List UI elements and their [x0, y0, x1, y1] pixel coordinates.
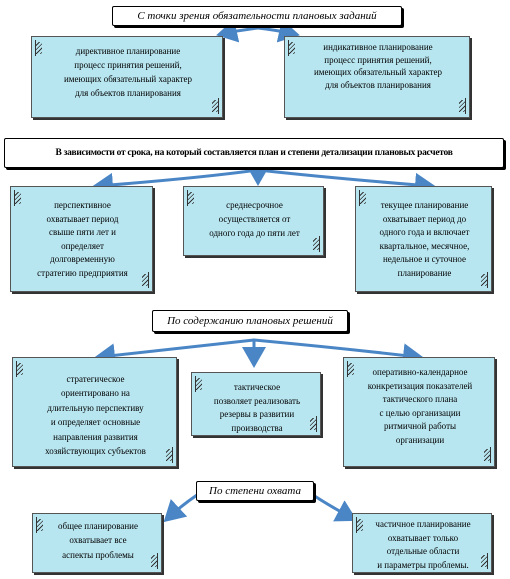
box-operational: оперативно-календарное конкретизация пок… — [343, 357, 495, 467]
box-title: директивное планирование — [75, 46, 181, 56]
box-title: среднесрочное — [226, 200, 283, 210]
box-strategic: стратегическое ориентировано на длительн… — [12, 357, 177, 467]
section-header-term: В зависимости от срока, на который соста… — [4, 138, 504, 168]
box-title: текущее планирование — [380, 200, 469, 210]
box-current: текущее планирование охватывает период д… — [355, 186, 492, 292]
arrow-to-perspective — [92, 168, 260, 197]
box-title: перспективное — [54, 200, 111, 210]
scroll-icon — [483, 447, 491, 463]
arrow-to-partial — [308, 491, 358, 522]
box-title: частичное планирование — [375, 519, 471, 529]
box-title: оперативно-календарное — [372, 367, 468, 377]
arrow-to-strategic — [94, 338, 256, 368]
box-directive-planning: директивное планирование процесс приняти… — [31, 36, 223, 118]
box-indicative-planning: индикативное планирование процесс принят… — [284, 36, 470, 118]
box-tactical: тактическое позволяет реализовать резерв… — [191, 372, 321, 436]
box-perspective: перспективное охватывает период свыше пя… — [10, 186, 153, 292]
box-title: стратегическое — [66, 374, 125, 384]
box-midterm: среднесрочное осуществляется от одного г… — [183, 186, 324, 256]
scroll-icon — [458, 98, 466, 114]
arrow-to-indicative — [256, 19, 300, 43]
arrow-to-current — [256, 168, 436, 197]
box-partial-planning: частичное планирование охватывает только… — [352, 513, 492, 573]
section-header-coverage: По степени охвата — [196, 481, 314, 501]
arrow-to-directive — [216, 19, 260, 43]
box-title: тактическое — [233, 382, 281, 392]
box-title: общее планирование — [58, 521, 138, 531]
box-title: индикативное планирование — [323, 42, 433, 52]
arrow-to-operational — [252, 338, 424, 368]
box-general-planning: общее планирование охватывает все аспект… — [32, 513, 162, 573]
section-header-content: По содержанию плановых решений — [152, 310, 348, 332]
section-header-obligation: С точки зрения обязательности плановых з… — [112, 6, 402, 26]
